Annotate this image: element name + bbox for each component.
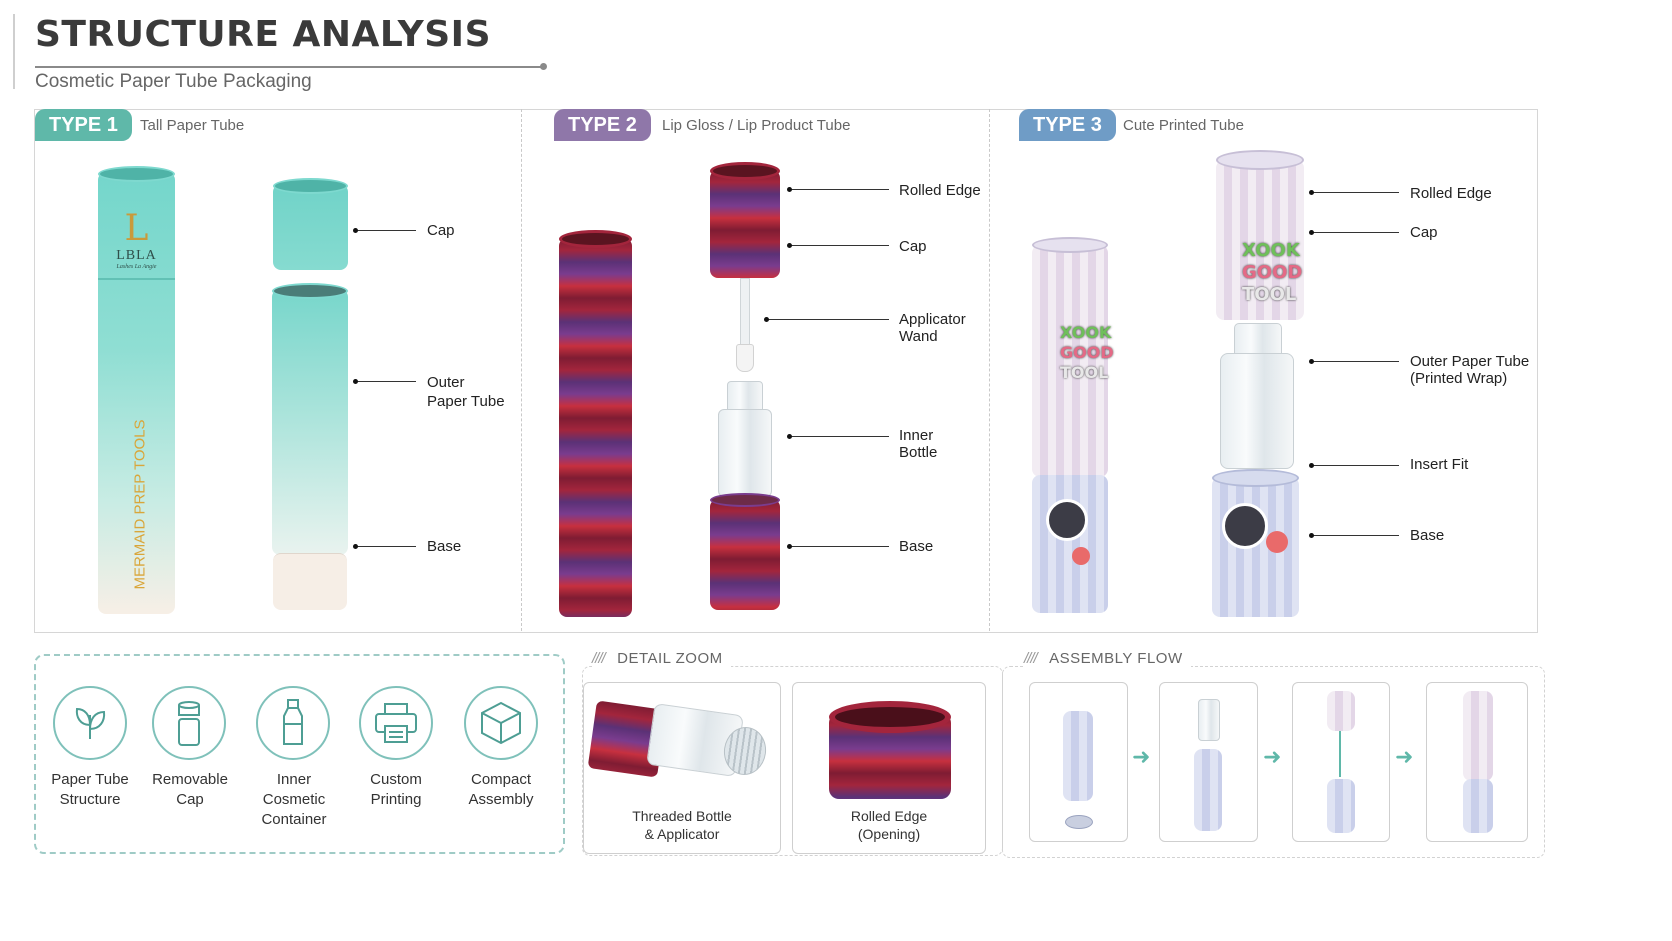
type3-insert-label: Insert Fit [1410,456,1469,473]
type2-assembled-tube [559,230,632,617]
type1-base-leader [353,544,416,549]
header-accent-bar [13,14,15,89]
type1-cap-leader [353,228,416,233]
type3-cap-leader [1309,230,1399,235]
type2-cap-label: Cap [899,238,927,255]
cap-icon [152,686,226,760]
title-underline [35,66,544,68]
type3-rolled-edge-leader [1309,190,1399,195]
type1-badge: TYPE 1 [35,109,132,141]
box-icon [464,686,538,760]
type3-insert-leader [1309,463,1399,468]
type2-wand-leader [764,317,889,322]
detail-zoom-heading: //// DETAIL ZOOM [592,650,731,668]
arrow-right-icon: ➜ [1263,744,1282,769]
type3-base-leader [1309,533,1399,538]
type2-base-leader [787,544,889,549]
detail-card-rolled-edge: Rolled Edge(Opening) [792,682,986,854]
type1-name: Tall Paper Tube [140,117,245,134]
type1-cap-label: Cap [427,222,455,239]
type2-rolled-edge-label: Rolled Edge [899,182,981,199]
type2-cap-leader [787,243,889,248]
type2-applicator-wand [736,278,754,372]
page-subtitle: Cosmetic Paper Tube Packaging [35,71,312,92]
detail-card-threaded: Threaded Bottle& Applicator [583,682,781,854]
type2-base [710,493,780,610]
features-box [34,654,565,854]
type3-rolled-edge-label: Rolled Edge [1410,185,1492,202]
type3-name: Cute Printed Tube [1123,117,1244,134]
type2-name: Lip Gloss / Lip Product Tube [662,117,851,134]
type1-outer-tube [272,283,348,610]
type2-inner-bottle [718,381,772,497]
assembly-step-1 [1029,682,1128,842]
type1-assembled-tube: L LBLA Lashes La Angie MERMAID PREP TOOL… [98,166,175,614]
assembly-step-4 [1426,682,1528,842]
type1-base [273,553,347,610]
type3-base [1212,469,1299,617]
arrow-right-icon: ➜ [1395,744,1414,769]
assembly-flow-heading: //// ASSEMBLY FLOW [1024,650,1191,668]
type1-base-label: Base [427,538,462,555]
assembly-step-2 [1159,682,1258,842]
type3-outer-leader [1309,359,1399,364]
type1-outer-leader [353,379,416,384]
type2-bottle-leader [787,434,889,439]
type3-outer-label: Outer Paper Tube(Printed Wrap) [1410,353,1530,387]
type-divider-2 [989,109,990,631]
types-panel [34,109,1538,633]
product-side-text: MERMAID PREP TOOLS [131,419,149,590]
assembly-flow-frame [1002,666,1545,858]
type2-base-label: Base [899,538,934,555]
printer-icon [359,686,433,760]
bottle-icon [256,686,330,760]
type3-assembled-tube: XOOK GOOD TOOL [1032,237,1114,613]
type1-cap [273,178,348,270]
type-divider-1 [521,109,522,631]
type3-cap-label: Cap [1410,224,1438,241]
type2-rolled-edge-leader [787,187,889,192]
lbla-logo: L LBLA Lashes La Angie [116,208,157,271]
type3-base-label: Base [1410,527,1445,544]
type3-print-text: XOOK GOOD TOOL [1060,323,1114,382]
type3-badge: TYPE 3 [1019,109,1116,141]
leaf-icon [53,686,127,760]
type3-inner-bottle [1220,323,1294,469]
type2-cap [710,162,780,278]
title-underline-dot [540,63,547,70]
page-title: STRUCTURE ANALYSIS [35,14,491,55]
type2-badge: TYPE 2 [554,109,651,141]
assembly-step-3 [1292,682,1390,842]
arrow-right-icon: ➜ [1132,744,1151,769]
type3-cap: XOOK GOOD TOOL [1216,150,1304,320]
